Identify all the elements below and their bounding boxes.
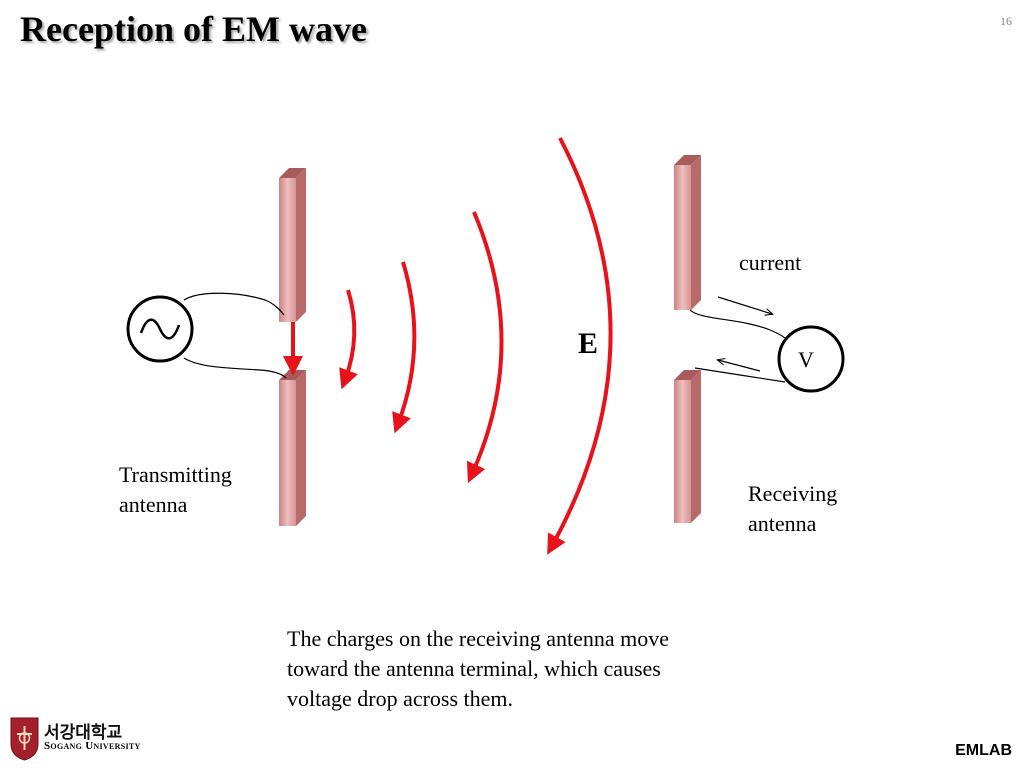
university-name-english: Sogang University: [44, 740, 141, 752]
voltmeter-label: V: [798, 347, 814, 372]
receiving-label-line-1: Receiving: [748, 481, 838, 506]
wavefront-1: [339, 289, 358, 390]
receiving-rod-lower: [674, 370, 701, 523]
ac-source: [126, 292, 287, 379]
meter-wire-upper: [689, 309, 791, 343]
transmitting-rod-lower: [279, 370, 306, 526]
voltmeter-circle: [777, 325, 845, 393]
wavefront-2: [392, 261, 417, 434]
wavefront-3: [466, 211, 504, 484]
university-name-korean: 서강대학교: [44, 723, 123, 743]
caption-line: toward the antenna terminal, which cause…: [287, 656, 661, 681]
receiving-antenna-label: Receiving antenna: [748, 479, 837, 539]
sine-wave-icon: [139, 318, 181, 340]
current-arrow-upper: [717, 296, 772, 314]
caption-line: The charges on the receiving antenna mov…: [287, 626, 669, 651]
field-label: E: [578, 327, 598, 360]
current-arrow-lower: [718, 360, 761, 372]
voltmeter: [689, 296, 845, 393]
transmitting-label-line-2: antenna: [119, 492, 188, 517]
transmitting-rod-upper: [279, 168, 306, 322]
source-wire-upper: [183, 292, 285, 316]
wavefront-4: [547, 137, 613, 555]
receiving-antenna: [674, 155, 701, 523]
lab-name: EMLAB: [955, 742, 1012, 759]
caption: The charges on the receiving antenna mov…: [287, 624, 747, 714]
slide-title: Reception of EM wave: [20, 9, 367, 49]
page-number: 16: [1000, 14, 1012, 28]
current-label: current: [739, 250, 802, 275]
source-wire-lower: [183, 357, 287, 379]
transmitting-label-line-1: Transmitting: [119, 462, 232, 487]
caption-line: voltage drop across them.: [287, 686, 514, 711]
university-shield-icon: [10, 717, 39, 761]
university-logo: [10, 717, 39, 761]
receiving-label-line-2: antenna: [748, 511, 817, 536]
transmitting-antenna-label: Transmitting antenna: [119, 460, 232, 520]
wavefronts: [339, 137, 613, 555]
receiving-rod-upper: [674, 155, 701, 310]
transmitting-antenna: [279, 168, 306, 526]
meter-wire-lower: [694, 367, 786, 383]
